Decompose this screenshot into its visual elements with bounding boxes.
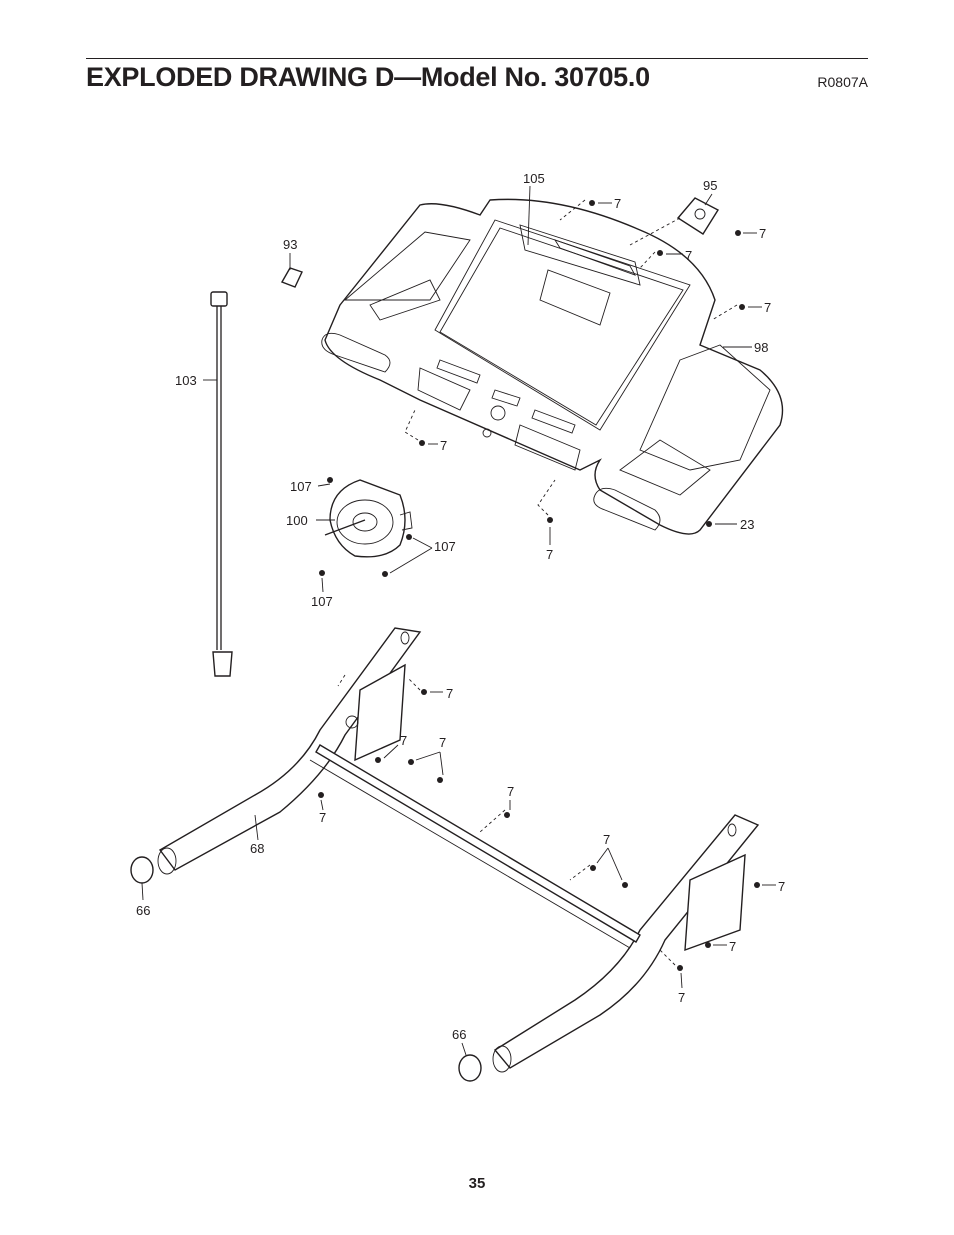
drawing-code: R0807A [817, 74, 868, 90]
callout-7: 7 [546, 547, 553, 562]
callout-7: 7 [507, 784, 514, 799]
callout-7: 7 [729, 939, 736, 954]
callout-23: 23 [740, 517, 754, 532]
callout-103: 103 [175, 373, 197, 388]
end-cap-66-left [130, 856, 154, 884]
page-number: 35 [468, 1175, 486, 1192]
crossbar [309, 744, 641, 949]
callout-107-top: 107 [290, 479, 312, 494]
callout-7: 7 [614, 196, 621, 211]
part-93 [280, 267, 303, 288]
page-title: EXPLODED DRAWING D—Model No. 30705.0 [86, 62, 650, 92]
callout-7: 7 [778, 879, 785, 894]
callout-66-right: 66 [452, 1027, 466, 1042]
callout-7: 7 [678, 990, 685, 1005]
callout-93: 93 [283, 237, 297, 252]
callout-98: 98 [754, 340, 768, 355]
callout-95: 95 [703, 178, 717, 193]
leader-lines [141, 185, 776, 1056]
callout-105: 105 [523, 171, 545, 186]
callout-7: 7 [603, 832, 610, 847]
title-rule [86, 58, 868, 59]
callout-7: 7 [400, 733, 407, 748]
fan-100 [324, 479, 413, 558]
callout-107-bottom: 107 [311, 594, 333, 609]
callout-7: 7 [440, 438, 447, 453]
callout-labels: 105 95 93 103 98 23 100 107 107 107 68 6… [136, 171, 785, 1042]
callout-7: 7 [319, 810, 326, 825]
callout-100: 100 [286, 513, 308, 528]
callout-107-right: 107 [434, 539, 456, 554]
callout-68: 68 [250, 841, 264, 856]
callout-7: 7 [685, 248, 692, 263]
callout-7: 7 [439, 735, 446, 750]
callout-66-left: 66 [136, 903, 150, 918]
console-105 [321, 198, 784, 535]
upright-68 [157, 627, 760, 1073]
wire-103 [210, 291, 233, 677]
bracket-95 [676, 197, 719, 235]
callout-7: 7 [764, 300, 771, 315]
assembly-lines [337, 199, 738, 966]
screws [318, 200, 760, 971]
callout-7: 7 [759, 226, 766, 241]
end-cap-66-right [458, 1054, 482, 1082]
callout-7: 7 [446, 686, 453, 701]
